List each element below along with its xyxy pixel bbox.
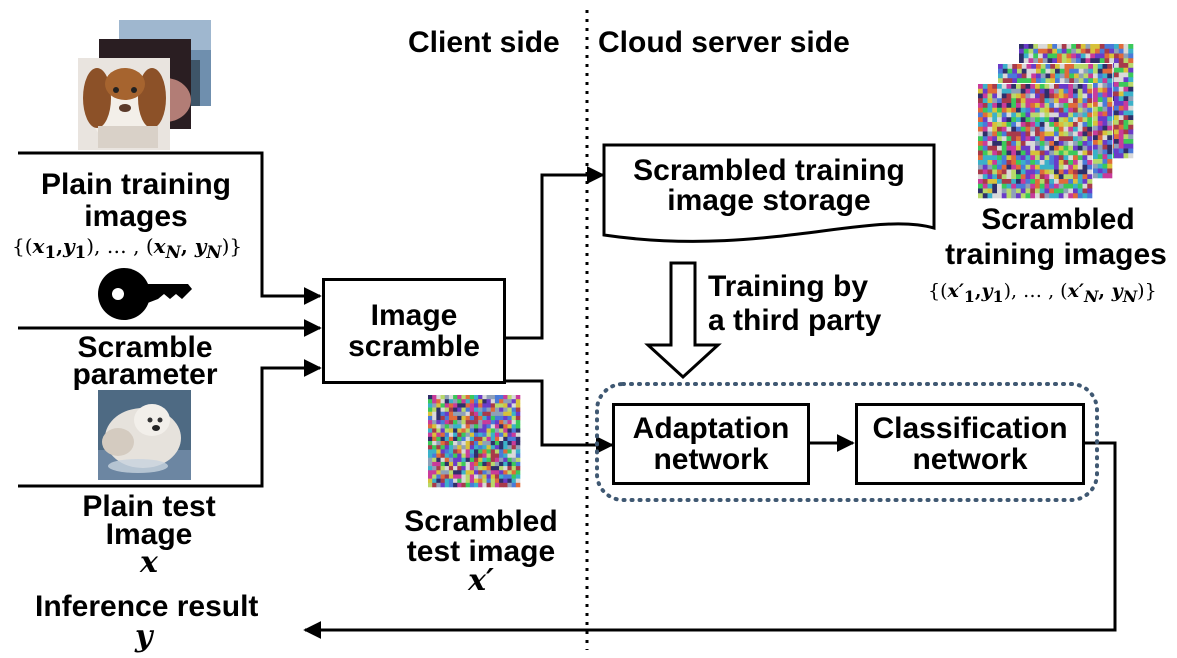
test-input-line — [18, 359, 322, 488]
classification-line2: network — [912, 443, 1028, 476]
scrambled-training-stack — [977, 43, 1134, 199]
plain-training-photo-stack — [78, 20, 211, 150]
network-group-outline — [595, 382, 1099, 502]
cloud-side-header: Cloud server side — [598, 26, 850, 59]
noise-image — [978, 84, 1093, 199]
storage-label-line2: image storage — [667, 184, 871, 217]
plain-training-label-line1: Plain training — [40, 168, 232, 201]
image-scramble-box: Image scramble — [322, 278, 506, 384]
plain-test-label-line1: Plain test — [82, 490, 216, 523]
adaptation-network-box: Adaptation network — [612, 403, 810, 485]
scrambled-test-label-line2: test image — [406, 535, 556, 568]
plain-test-var: x — [140, 545, 158, 580]
scrambled-training-label-line2: training images — [945, 238, 1167, 271]
training-label-line1: Training by — [708, 270, 869, 303]
scrambled-training-label-line1: Scrambled — [981, 203, 1135, 236]
scrambled-test-label-line1: Scrambled — [404, 505, 558, 538]
inference-result-label: Inference result — [35, 590, 259, 623]
adaptation-line2: network — [653, 443, 769, 476]
training-label-line2: a third party — [708, 304, 882, 337]
scramble-param-label-line1: Scramble — [77, 331, 213, 364]
inference-return-line — [303, 441, 1117, 639]
key-icon — [98, 268, 192, 320]
client-side-header: Client side — [408, 26, 560, 59]
inference-var: y — [135, 619, 153, 654]
storage-label-line1: Scrambled training — [633, 154, 905, 187]
fluffy-dog-photo — [98, 390, 191, 480]
classification-network-box: Classification network — [855, 403, 1085, 485]
plain-training-formula: {(x1,y1), … , (xN, yN)} — [12, 234, 243, 262]
training-arrow — [644, 261, 722, 380]
training-input-line — [18, 151, 322, 305]
plain-test-label-line2: Image — [105, 518, 193, 551]
image-scramble-line1: Image — [370, 298, 458, 332]
dog-photo — [78, 58, 170, 150]
storage-shape — [602, 143, 936, 243]
classification-line1: Classification — [872, 411, 1068, 445]
scramble-param-label-line2: parameter — [72, 358, 218, 391]
scramble-to-storage-line — [505, 166, 605, 340]
scrambled-test-var: x′ — [468, 563, 494, 598]
scramble-to-adaptation-line — [505, 379, 614, 454]
plain-training-label-line2: images — [84, 200, 188, 233]
image-scramble-line2: scramble — [348, 330, 480, 363]
adaptation-line1: Adaptation — [632, 411, 790, 445]
scrambled-training-formula: {(x′1,y1), … , (x′N, yN)} — [928, 280, 1157, 306]
scrambled-test-noise — [428, 395, 521, 488]
